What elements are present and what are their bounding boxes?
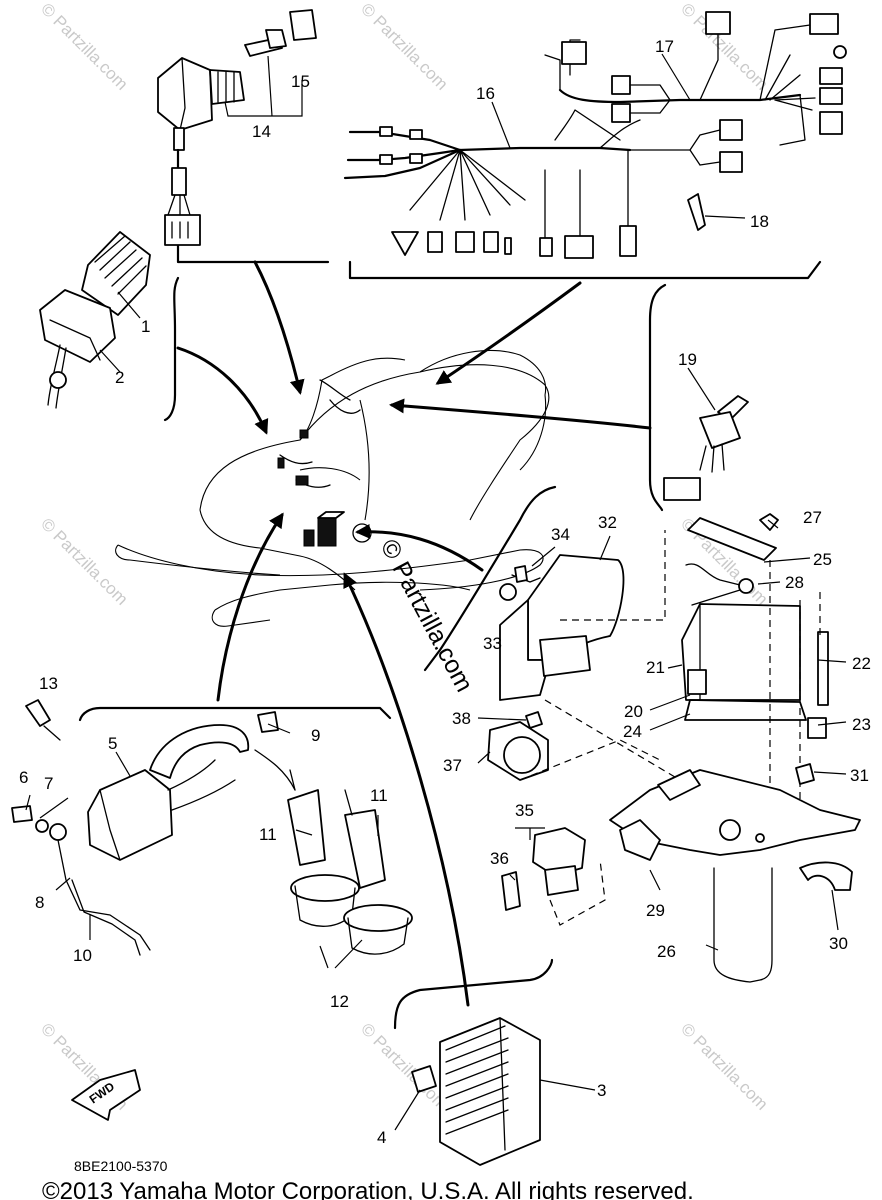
part-toggle-switch bbox=[663, 367, 749, 501]
callout-23: 23 bbox=[852, 715, 871, 734]
callout-28: 28 bbox=[785, 573, 804, 592]
part-main-switch bbox=[157, 9, 317, 246]
callout-1: 1 bbox=[141, 317, 150, 336]
watermark: © Partzilla.com bbox=[677, 1019, 771, 1113]
callout-20: 20 bbox=[624, 702, 643, 721]
snowmobile-outline bbox=[115, 349, 550, 627]
part-cdi-unit bbox=[39, 231, 151, 409]
callout-37: 37 bbox=[443, 756, 462, 775]
watermark: © Partzilla.com bbox=[357, 0, 451, 94]
pointer-arrows bbox=[176, 260, 652, 1007]
part-battery-group bbox=[649, 513, 847, 800]
part-base-plate bbox=[609, 763, 861, 983]
fwd-indicator: FWD bbox=[71, 1069, 141, 1121]
callout-24: 24 bbox=[623, 722, 642, 741]
part-wire-harness bbox=[343, 101, 743, 259]
callout-31: 31 bbox=[850, 766, 869, 785]
callout-17: 17 bbox=[655, 37, 674, 56]
part-fuse bbox=[501, 827, 606, 926]
callout-3: 3 bbox=[597, 1081, 606, 1100]
callout-22: 22 bbox=[852, 654, 871, 673]
part-relay bbox=[477, 711, 661, 781]
callout-13: 13 bbox=[39, 674, 58, 693]
callout-35: 35 bbox=[515, 801, 534, 820]
relay-marker-icon bbox=[303, 529, 315, 547]
callout-21: 21 bbox=[646, 658, 665, 677]
callout-9: 9 bbox=[311, 726, 320, 745]
part-rectifier-regulator bbox=[394, 1017, 596, 1166]
group-brackets bbox=[78, 243, 822, 1030]
callout-11b: 11 bbox=[370, 786, 388, 805]
part-ignition-coil bbox=[11, 699, 413, 969]
callout-12: 12 bbox=[330, 992, 349, 1011]
callout-15: 15 bbox=[291, 72, 310, 91]
callout-36: 36 bbox=[490, 849, 509, 868]
callout-11a: 11 bbox=[259, 825, 277, 844]
callout-8: 8 bbox=[35, 893, 44, 912]
callout-33: 33 bbox=[483, 634, 502, 653]
callout-25: 25 bbox=[813, 550, 832, 569]
callout-26: 26 bbox=[657, 942, 676, 961]
battery-marker-icon bbox=[317, 517, 337, 547]
callout-27: 27 bbox=[803, 508, 822, 527]
callout-19: 19 bbox=[678, 350, 697, 369]
callout-29: 29 bbox=[646, 901, 665, 920]
part-clip bbox=[687, 193, 746, 231]
callout-30: 30 bbox=[829, 934, 848, 953]
callout-4: 4 bbox=[377, 1128, 386, 1147]
watermark: © Partzilla.com bbox=[37, 0, 131, 94]
part-battery-bracket bbox=[499, 530, 681, 781]
copyright-notice: ©2013 Yamaha Motor Corporation, U.S.A. A… bbox=[42, 1178, 694, 1200]
callout-38: 38 bbox=[452, 709, 471, 728]
center-watermark: © Partzilla.com bbox=[352, 523, 479, 697]
callout-14: 14 bbox=[252, 122, 271, 141]
callout-5: 5 bbox=[108, 734, 117, 753]
callout-2: 2 bbox=[115, 368, 124, 387]
callout-34: 34 bbox=[551, 525, 570, 544]
drawing-code: 8BE2100-5370 bbox=[74, 1158, 168, 1174]
watermark: © Partzilla.com bbox=[37, 514, 131, 608]
callout-6: 6 bbox=[19, 768, 28, 787]
callout-32: 32 bbox=[598, 513, 617, 532]
callout-18: 18 bbox=[750, 212, 769, 231]
watermark: © Partzilla.com bbox=[357, 1019, 451, 1113]
callout-16: 16 bbox=[476, 84, 495, 103]
callout-numbers: 1 2 3 4 5 6 7 8 9 10 11 11 12 13 14 15 1… bbox=[19, 37, 871, 1147]
callout-7: 7 bbox=[44, 774, 53, 793]
part-sub-harness bbox=[544, 11, 847, 146]
callout-10: 10 bbox=[73, 946, 92, 965]
